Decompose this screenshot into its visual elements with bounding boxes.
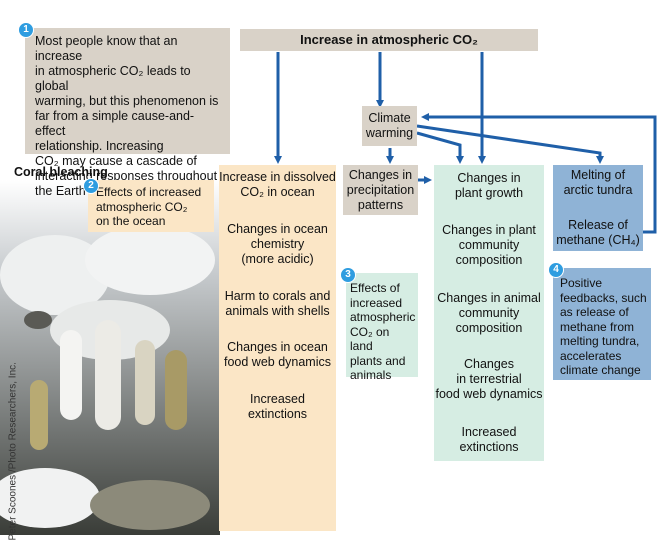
land-step-line: composition (455, 253, 523, 267)
photo-credit: Peter Scoones /Photo Researchers, Inc. (7, 362, 19, 541)
callout2-line: atmospheric CO₂ (96, 199, 188, 214)
land-step-extinctions: Increased extinctions (434, 425, 544, 455)
ocean-step-line: Increased (250, 392, 305, 406)
arrow-methane-feedback (421, 113, 657, 234)
callout4-line: climate change (560, 363, 641, 377)
callout4-line: feedbacks, such (560, 290, 647, 305)
intro-line: far from a simple cause-and-effect (35, 109, 195, 138)
ocean-step-line: Changes in ocean (227, 222, 328, 236)
step-badge-1: 1 (18, 22, 34, 38)
callout-land-effects: Effects of increased atmospheric CO₂ on … (346, 273, 418, 382)
callout2-line: Effects of increased (96, 185, 202, 199)
land-step-plant-growth: Changes in plant growth (434, 171, 544, 201)
callout3-line: plants and (350, 353, 406, 368)
ocean-step-line: food web dynamics (223, 355, 331, 369)
ocean-step-dissolved-co2: Increase in dissolved CO₂ in ocean (219, 170, 336, 200)
callout3-line: animals (350, 368, 392, 382)
tundra-line: Melting of (570, 168, 626, 182)
step-badge-3: 3 (340, 267, 356, 283)
precipitation-box: Changes in precipitation patterns (343, 165, 418, 215)
land-step-food-web: Changes in terrestrial food web dynamics (434, 357, 544, 402)
arrow-warming-to-tundra (416, 124, 604, 164)
land-step-line: Changes in plant (442, 223, 536, 237)
precipitation-line: Changes in (348, 168, 413, 182)
tundra-line: Release of (568, 218, 628, 232)
ocean-step-line: Harm to corals and (224, 289, 331, 303)
arrow-warming-to-plants (416, 131, 464, 164)
ocean-step-line: Increase in dissolved (219, 170, 336, 184)
coral-photo-illustration (0, 180, 220, 535)
tundra-line: methane (CH₄) (556, 233, 640, 247)
intro-line: warming, but this phenomenon is (35, 94, 219, 108)
intro-line: CO₂ may cause a cascade of (35, 154, 197, 168)
increase-atmospheric-co2-box: Increase in atmospheric CO₂ (240, 29, 538, 51)
tundra-box (553, 165, 643, 251)
callout-positive-feedbacks: Positive feedbacks, such as release of m… (553, 268, 651, 380)
intro-line: in atmospheric CO₂ leads to global (35, 64, 191, 93)
callout4-line: methane from (560, 319, 635, 334)
intro-line: relationship. Increasing (35, 139, 164, 153)
land-step-line: Changes in animal (437, 291, 541, 305)
land-step-line: Changes (463, 357, 515, 371)
step-badge-4: 4 (548, 262, 564, 278)
callout4-line: accelerates (560, 348, 622, 363)
land-step-line: extinctions (459, 440, 519, 454)
land-step-line: plant growth (454, 186, 524, 200)
step-badge-2: 2 (83, 178, 99, 194)
climate-warming-line: warming (365, 126, 414, 140)
ocean-step-line: CO₂ in ocean (240, 185, 315, 199)
tundra-line: arctic tundra (563, 183, 633, 197)
ocean-step-chemistry: Changes in ocean chemistry (more acidic) (219, 222, 336, 267)
land-step-plant-community: Changes in plant community composition (434, 223, 544, 268)
ocean-step-extinctions: Increased extinctions (219, 392, 336, 422)
callout2-line: on the ocean (96, 214, 166, 228)
photo-label: Coral bleaching (14, 165, 108, 179)
callout3-line: CO₂ on land (350, 324, 390, 354)
intro-text-box: Most people know that an increase in atm… (25, 28, 230, 198)
ocean-step-line: extinctions (247, 407, 308, 421)
callout4-line: as release of (560, 305, 629, 319)
ocean-step-harm-corals: Harm to corals and animals with shells (219, 289, 336, 319)
precipitation-line: patterns (357, 198, 404, 212)
land-step-line: Changes in (457, 171, 521, 185)
land-effects-column (434, 165, 544, 461)
ocean-step-line: chemistry (250, 237, 305, 251)
tundra-step-melting: Melting of arctic tundra (553, 168, 643, 198)
land-step-animal-community: Changes in animal community composition (434, 291, 544, 336)
ocean-step-line: animals with shells (225, 304, 330, 318)
callout3-line: atmospheric (350, 310, 416, 324)
ocean-effects-column (219, 165, 336, 531)
land-step-line: food web dynamics (435, 387, 543, 401)
callout3-line: Effects of (350, 281, 400, 295)
callout4-line: melting tundra, (560, 334, 640, 348)
climate-warming-box: Climate warming (362, 106, 417, 146)
land-step-line: community (458, 306, 520, 320)
intro-line: Most people know that an increase (35, 34, 178, 63)
land-step-line: composition (455, 321, 523, 335)
precipitation-line: precipitation (346, 183, 415, 197)
land-step-line: community (458, 238, 520, 252)
ocean-step-line: (more acidic) (241, 252, 314, 266)
climate-warming-line: Climate (368, 111, 411, 125)
coral-bleaching-photo (0, 180, 220, 535)
ocean-step-line: Changes in ocean (227, 340, 328, 354)
intro-line: interacting responses throughout (35, 169, 218, 183)
land-step-line: Increased (461, 425, 517, 439)
land-step-line: in terrestrial (456, 372, 522, 386)
callout-ocean-effects: Effects of increased atmospheric CO₂ on … (88, 180, 214, 232)
callout4-line: Positive (560, 276, 603, 290)
callout3-line: increased (350, 295, 403, 310)
tundra-step-methane: Release of methane (CH₄) (553, 218, 643, 248)
ocean-step-food-web: Changes in ocean food web dynamics (219, 340, 336, 370)
